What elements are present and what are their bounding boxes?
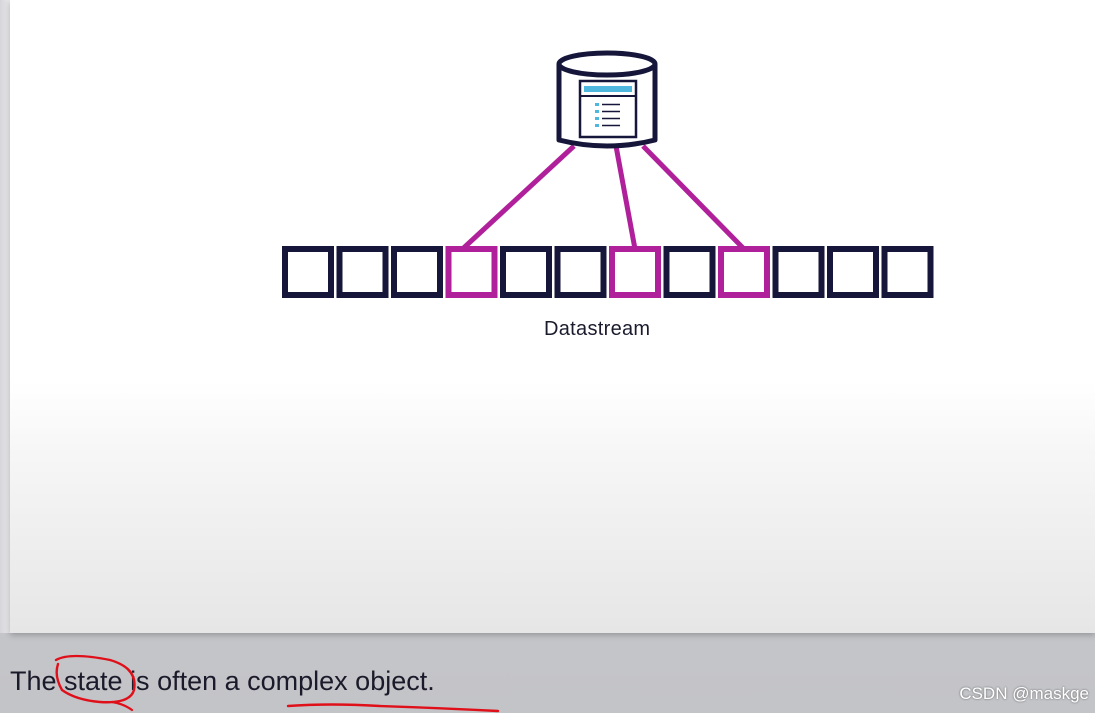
connector-line [613,145,638,250]
slide-caption: The state is often a complex object. [10,666,435,696]
stream-cell [336,246,389,298]
stream-cell-stateful [718,246,770,298]
stream-cell-stateful [609,246,661,298]
stream-cell [554,246,607,298]
window-left-edge [0,0,10,633]
watermark: CSDN @maskge [959,684,1089,703]
datastream-label: Datastream [544,318,651,340]
stream-cell-stateful [445,246,498,298]
state-connectors [460,144,746,251]
stream-cell [391,246,443,298]
presentation-slide [10,0,1095,633]
datastream-cells [282,246,934,298]
connector-line [641,144,746,251]
stream-cell [772,246,825,298]
stream-cell [881,246,934,298]
stream-cell [827,246,879,298]
db-table-header [584,86,632,92]
connector-line [460,144,576,251]
stream-cell [500,246,552,298]
stream-cell [282,246,334,298]
database-icon [556,50,658,149]
stream-cell [663,246,716,298]
db-table-rows [595,103,620,127]
